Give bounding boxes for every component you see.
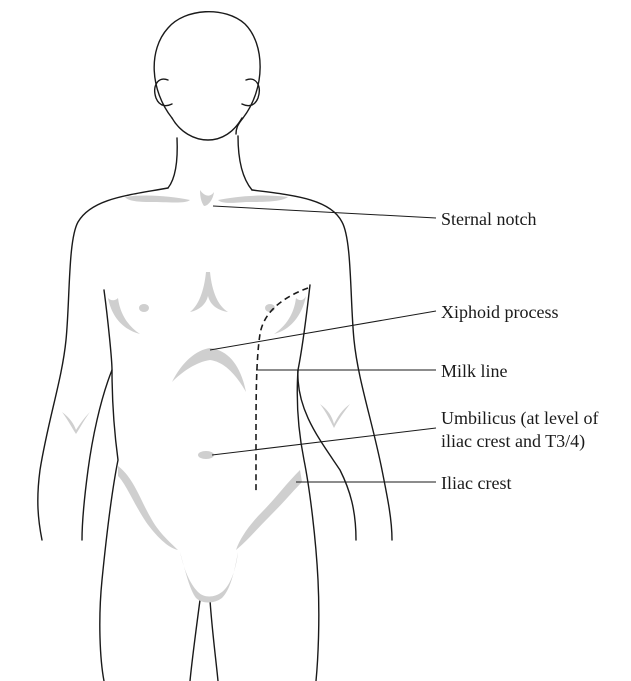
iliac-crest-right: [236, 470, 302, 550]
sternal-notch-mark: [200, 190, 214, 206]
xiphoid-leader: [210, 311, 436, 350]
umbilicus-mark: [198, 451, 214, 459]
left-elbow-mark: [62, 412, 90, 434]
neck-left: [168, 138, 177, 188]
right-axilla-mark: [274, 296, 306, 334]
pelvis-outline: [180, 552, 238, 603]
clavicle-right: [218, 196, 288, 203]
right-ear: [155, 79, 172, 106]
left-nipple: [139, 304, 149, 312]
inner-leg-left: [190, 600, 200, 681]
label-iliac-crest: Iliac crest: [441, 473, 511, 493]
torso-left-side: [100, 370, 118, 681]
left-arm-inner: [82, 290, 112, 540]
left-shoulder-arm-outer: [38, 188, 168, 540]
label-umbilicus-line2: iliac crest and T3/4): [441, 431, 585, 452]
label-sternal-notch: Sternal notch: [441, 209, 536, 229]
head-outline: [154, 12, 260, 134]
label-milk-line: Milk line: [441, 361, 508, 381]
iliac-crest-left: [118, 466, 178, 550]
label-xiphoid-process: Xiphoid process: [441, 302, 558, 322]
left-axilla-mark: [108, 298, 140, 334]
label-umbilicus-line1: Umbilicus (at level of: [441, 408, 598, 429]
right-elbow-mark: [320, 404, 350, 428]
milk-line-dashed: [256, 288, 308, 494]
right-shoulder-arm-outer: [252, 190, 392, 540]
chin-outline: [172, 118, 242, 140]
sternal-notch-leader: [213, 206, 436, 218]
clavicle-left: [125, 196, 190, 203]
umbilicus-leader: [212, 428, 436, 455]
neck-right: [238, 136, 252, 190]
costal-margin: [172, 348, 246, 392]
inner-leg-right: [210, 600, 218, 681]
sternum-mark: [190, 272, 228, 312]
